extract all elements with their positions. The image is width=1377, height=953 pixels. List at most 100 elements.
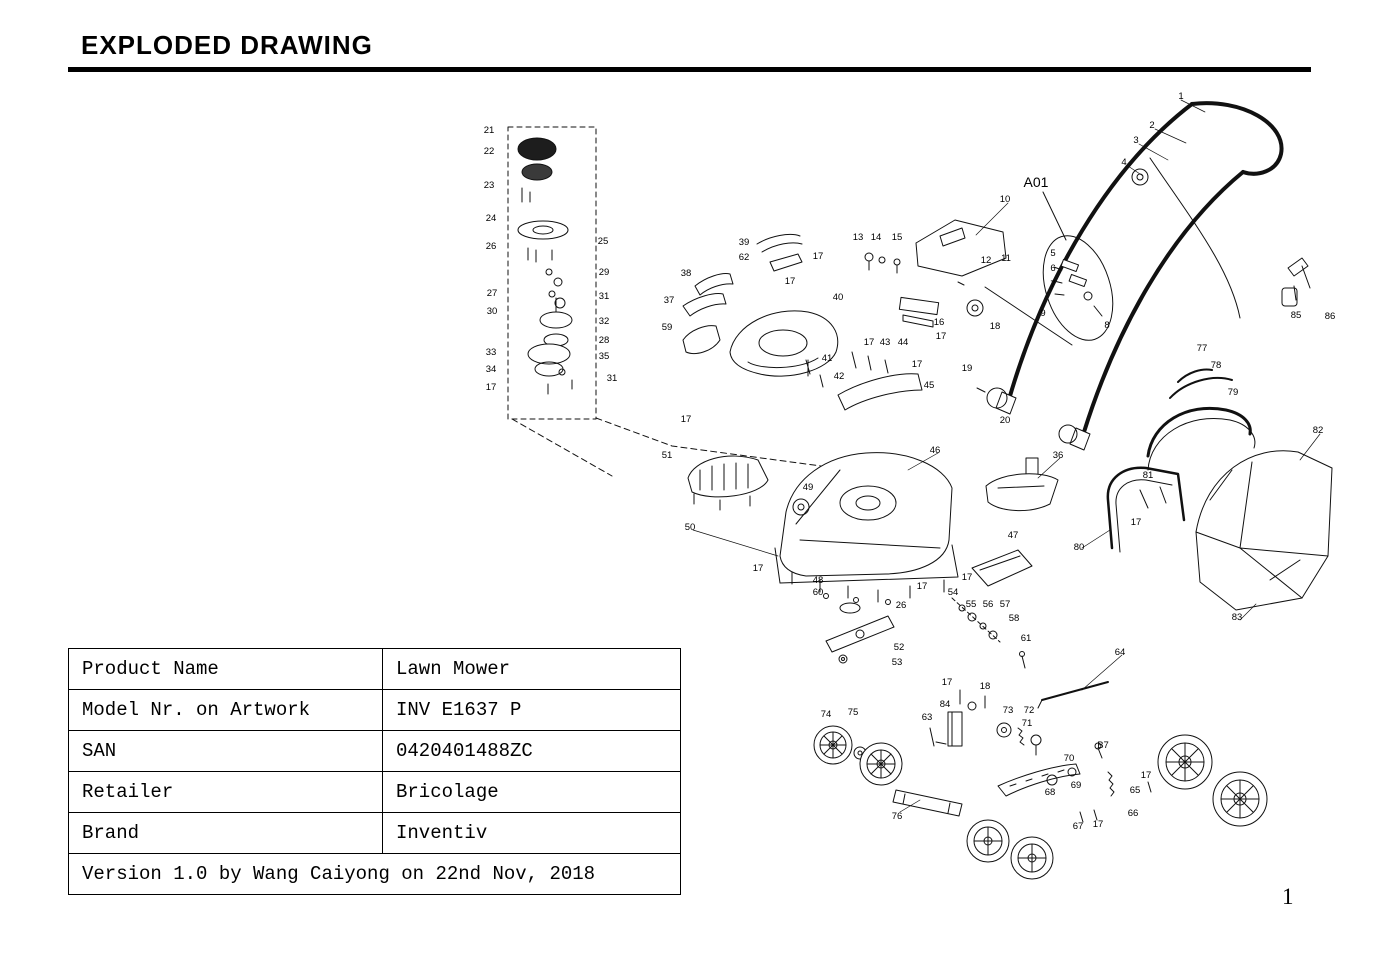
part-label-42: 42 [834, 371, 845, 382]
wheels-group [813, 725, 1268, 880]
table-row: Model Nr. on Artwork INV E1637 P [68, 689, 681, 731]
part-label-37: 37 [664, 295, 675, 306]
part-label-62: 62 [739, 252, 750, 263]
part-label-12: 12 [981, 255, 992, 266]
title-rule [68, 67, 1311, 72]
table-value: Bricolage [382, 771, 681, 813]
part-label-26: 26 [486, 241, 497, 252]
part-label-14: 14 [871, 232, 882, 243]
part-label-34: 34 [486, 364, 497, 375]
product-info-table: Product Name Lawn Mower Model Nr. on Art… [68, 648, 681, 895]
part-label-58: 58 [1009, 613, 1020, 624]
part-label-77: 77 [1197, 343, 1208, 354]
bag-handle-group [1146, 368, 1256, 471]
table-value: 0420401488ZC [382, 730, 681, 772]
part-label-B7: B7 [1097, 740, 1109, 751]
part-label-80: 80 [1074, 542, 1085, 553]
part-label-17: 17 [942, 677, 953, 688]
part-label-35: 35 [599, 351, 610, 362]
part-label-65: 65 [1130, 785, 1141, 796]
part-label-16: 16 [934, 317, 945, 328]
part-label-6: 6 [1050, 263, 1055, 274]
part-label-64: 64 [1115, 647, 1126, 658]
part-label-24: 24 [486, 213, 497, 224]
part-label-74: 74 [821, 709, 832, 720]
part-label-32: 32 [599, 316, 610, 327]
table-row: Product Name Lawn Mower [68, 648, 681, 690]
table-key: SAN [68, 730, 383, 772]
part-label-21: 21 [484, 125, 495, 136]
part-label-40: 40 [833, 292, 844, 303]
part-label-22: 22 [484, 146, 495, 157]
page-title: EXPLODED DRAWING [81, 30, 373, 60]
table-key: Model Nr. on Artwork [68, 689, 383, 731]
assembly-callout-a01: A01 [1024, 174, 1049, 190]
table-key: Retailer [68, 771, 383, 813]
part-label-60: 60 [813, 587, 824, 598]
table-value: Lawn Mower [382, 648, 681, 690]
part-label-45: 45 [924, 380, 935, 391]
part-label-52: 52 [894, 642, 905, 653]
part-label-44: 44 [898, 337, 909, 348]
blade-group [825, 615, 895, 664]
blade-fasteners-group [951, 597, 1001, 643]
table-value: Inventiv [382, 812, 681, 854]
part-label-8: 8 [1104, 320, 1109, 331]
grip-caps-group [1281, 257, 1311, 307]
part-label-17: 17 [753, 563, 764, 574]
part-label-79: 79 [1228, 387, 1239, 398]
part-label-1: 1 [1178, 91, 1183, 102]
motor-inset-group [507, 126, 837, 477]
part-label-47: 47 [1008, 530, 1019, 541]
part-label-53: 53 [892, 657, 903, 668]
part-label-81: 81 [1143, 470, 1154, 481]
part-label-5: 5 [1050, 248, 1055, 259]
part-label-51: 51 [662, 450, 673, 461]
part-label-61: 61 [1021, 633, 1032, 644]
part-label-28: 28 [599, 335, 610, 346]
part-label-3: 3 [1133, 135, 1138, 146]
part-label-2: 2 [1149, 120, 1154, 131]
table-row: SAN 0420401488ZC [68, 730, 681, 772]
table-row: Brand Inventiv [68, 812, 681, 854]
part-label-66: 66 [1128, 808, 1139, 819]
part-label-59: 59 [662, 322, 673, 333]
part-label-68: 68 [1045, 787, 1056, 798]
part-label-69: 69 [1071, 780, 1082, 791]
part-label-39: 39 [739, 237, 750, 248]
part-label-71: 71 [1022, 718, 1033, 729]
grass-bag-group [1195, 450, 1333, 611]
part-label-30: 30 [487, 306, 498, 317]
part-label-31: 31 [599, 291, 610, 302]
part-label-50: 50 [685, 522, 696, 533]
part-label-31: 31 [607, 373, 618, 384]
height-adjuster-group [929, 651, 1152, 823]
part-label-17: 17 [681, 414, 692, 425]
part-label-55: 55 [966, 599, 977, 610]
table-row: Version 1.0 by Wang Caiyong on 22nd Nov,… [68, 853, 681, 895]
table-value: INV E1637 P [382, 689, 681, 731]
motor-housing-group [864, 219, 1073, 346]
part-label-9: 9 [1040, 308, 1045, 319]
bag-frame-group [1106, 466, 1186, 553]
part-label-63: 63 [922, 712, 933, 723]
part-label-76: 76 [892, 811, 903, 822]
part-label-11: 11 [1001, 253, 1011, 264]
part-label-23: 23 [484, 180, 495, 191]
part-label-25: 25 [598, 236, 609, 247]
part-label-18: 18 [990, 321, 1001, 332]
part-label-84: 84 [940, 699, 951, 710]
part-label-72: 72 [1024, 705, 1035, 716]
part-label-56: 56 [983, 599, 994, 610]
rear-flap-group [971, 549, 1033, 587]
part-label-17: 17 [1131, 517, 1142, 528]
part-label-20: 20 [1000, 415, 1011, 426]
leader-lines-group [692, 99, 1321, 813]
part-label-17: 17 [912, 359, 923, 370]
table-key: Product Name [68, 648, 383, 690]
front-cover-group [687, 455, 769, 511]
a01-detail-group [1042, 191, 1114, 341]
part-label-73: 73 [1003, 705, 1014, 716]
deck-cover-group [682, 233, 923, 411]
